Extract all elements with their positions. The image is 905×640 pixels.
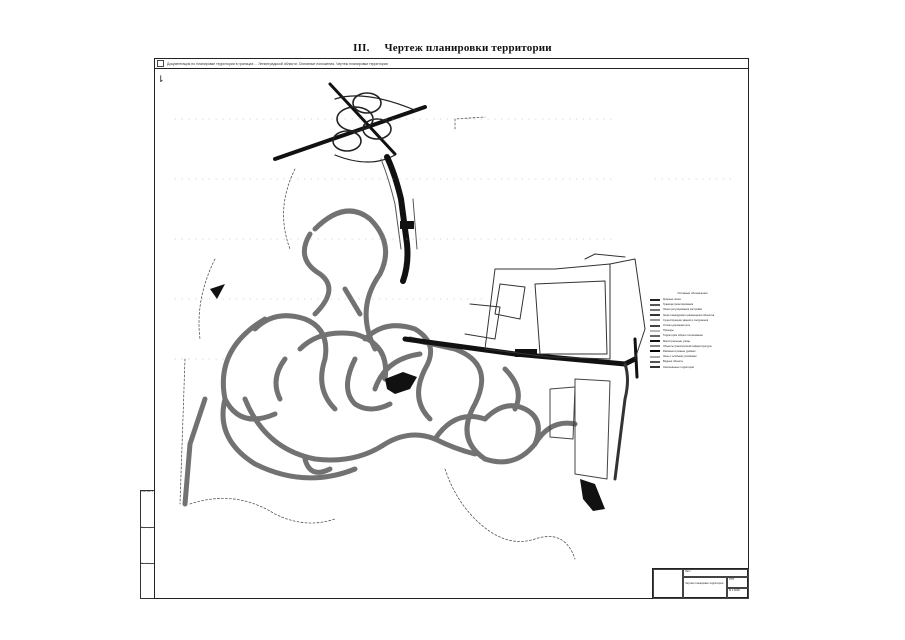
legend-label: Улично-дорожная сеть — [663, 324, 691, 328]
stamp-signatures — [653, 569, 683, 599]
legend-label: Зона планируемого размещения объектов — [663, 313, 715, 317]
legend-item: Развязки в разных уровнях — [650, 349, 735, 354]
title-block-stamp: Лист Чертеж планировки территории ППТ М … — [652, 568, 749, 599]
legend-label: Граница проектирования — [663, 303, 694, 307]
legend-label: Линии регулирования застройки — [663, 308, 702, 312]
legend-label: Водные объекты — [663, 360, 684, 364]
street-network — [182, 208, 578, 507]
legend-item: Зона планируемого размещения объектов — [650, 313, 735, 318]
legend-item: Красные линии — [650, 297, 735, 302]
boundary-lines — [179, 116, 576, 560]
section-number: III. — [353, 42, 370, 54]
legend-swatch — [650, 350, 660, 353]
legend-label: Объекты транспортной инфраструктуры — [663, 344, 712, 348]
cloverleaf-interchange — [273, 82, 427, 163]
main-access-road — [380, 154, 418, 284]
side-strip-cell: Подп. и дата — [141, 527, 155, 564]
legend-swatch — [650, 355, 660, 358]
legend-swatch — [650, 319, 660, 322]
legend-swatch — [650, 314, 660, 317]
legend-item: Магистральные улицы — [650, 339, 735, 344]
map-legend: Условные обозначения Красные линии Грани… — [650, 291, 735, 370]
legend-label: Территории общего пользования — [663, 334, 703, 338]
legend-item: Озеленённые территории — [650, 364, 735, 369]
legend-label: Проезды — [663, 329, 674, 333]
legend-swatch — [650, 308, 660, 311]
side-registration-strip: Взам. инв. № Подп. и дата Инв. № подл. — [140, 490, 155, 599]
legend-item: Зоны с особыми условиями — [650, 354, 735, 359]
stamp-sheet-label: Лист — [683, 569, 749, 577]
highlighted-zones — [210, 284, 605, 511]
drawing-sheet: Документация по планировке территории в … — [154, 58, 749, 599]
legend-item: Водные объекты — [650, 359, 735, 364]
legend-swatch — [650, 360, 660, 363]
legend-swatch — [650, 334, 660, 337]
legend-label: Существующие здания и сооружения — [663, 318, 709, 322]
legend-label: Озеленённые территории — [663, 365, 695, 369]
legend-item: Улично-дорожная сеть — [650, 323, 735, 328]
legend-swatch — [650, 298, 660, 301]
legend-swatch — [650, 324, 660, 327]
east-west-boulevard — [402, 336, 639, 481]
legend-item: Линии регулирования застройки — [650, 307, 735, 312]
legend-item: Существующие здания и сооружения — [650, 318, 735, 323]
eastern-parcels — [549, 378, 611, 480]
legend-label: Магистральные улицы — [663, 339, 691, 343]
stamp-stage: ППТ — [727, 577, 749, 588]
stamp-project-name: Чертеж планировки территории — [683, 577, 727, 599]
side-strip-cell: Инв. № подл. — [141, 563, 154, 565]
stamp-scale: М 1:5000 — [727, 588, 749, 599]
legend-swatch — [650, 303, 660, 306]
emblem-icon — [157, 60, 164, 67]
terrain-dots — [174, 118, 736, 360]
legend-item: Объекты транспортной инфраструктуры — [650, 344, 735, 349]
legend-item: Территории общего пользования — [650, 333, 735, 338]
legend-title: Условные обозначения — [677, 291, 708, 295]
legend-swatch — [650, 340, 660, 343]
legend-label: Развязки в разных уровнях — [663, 349, 696, 353]
sheet-header-text: Документация по планировке территории в … — [167, 62, 388, 66]
north-arrow-icon: ⇂ — [157, 75, 165, 85]
legend-swatch — [650, 329, 660, 332]
sheet-header: Документация по планировке территории в … — [155, 59, 748, 69]
legend-label: Зоны с особыми условиями — [663, 355, 697, 359]
page-title: III. Чертеж планировки территории — [0, 42, 905, 54]
side-strip-cell: Взам. инв. № — [141, 491, 155, 528]
legend-swatch — [650, 345, 660, 348]
legend-label: Красные линии — [663, 298, 682, 302]
legend-swatch — [650, 366, 660, 369]
section-title: Чертеж планировки территории — [384, 42, 552, 54]
legend-item: Граница проектирования — [650, 302, 735, 307]
industrial-blocks — [464, 253, 646, 360]
site-plan-map — [174, 82, 736, 560]
legend-item: Проезды — [650, 328, 735, 333]
